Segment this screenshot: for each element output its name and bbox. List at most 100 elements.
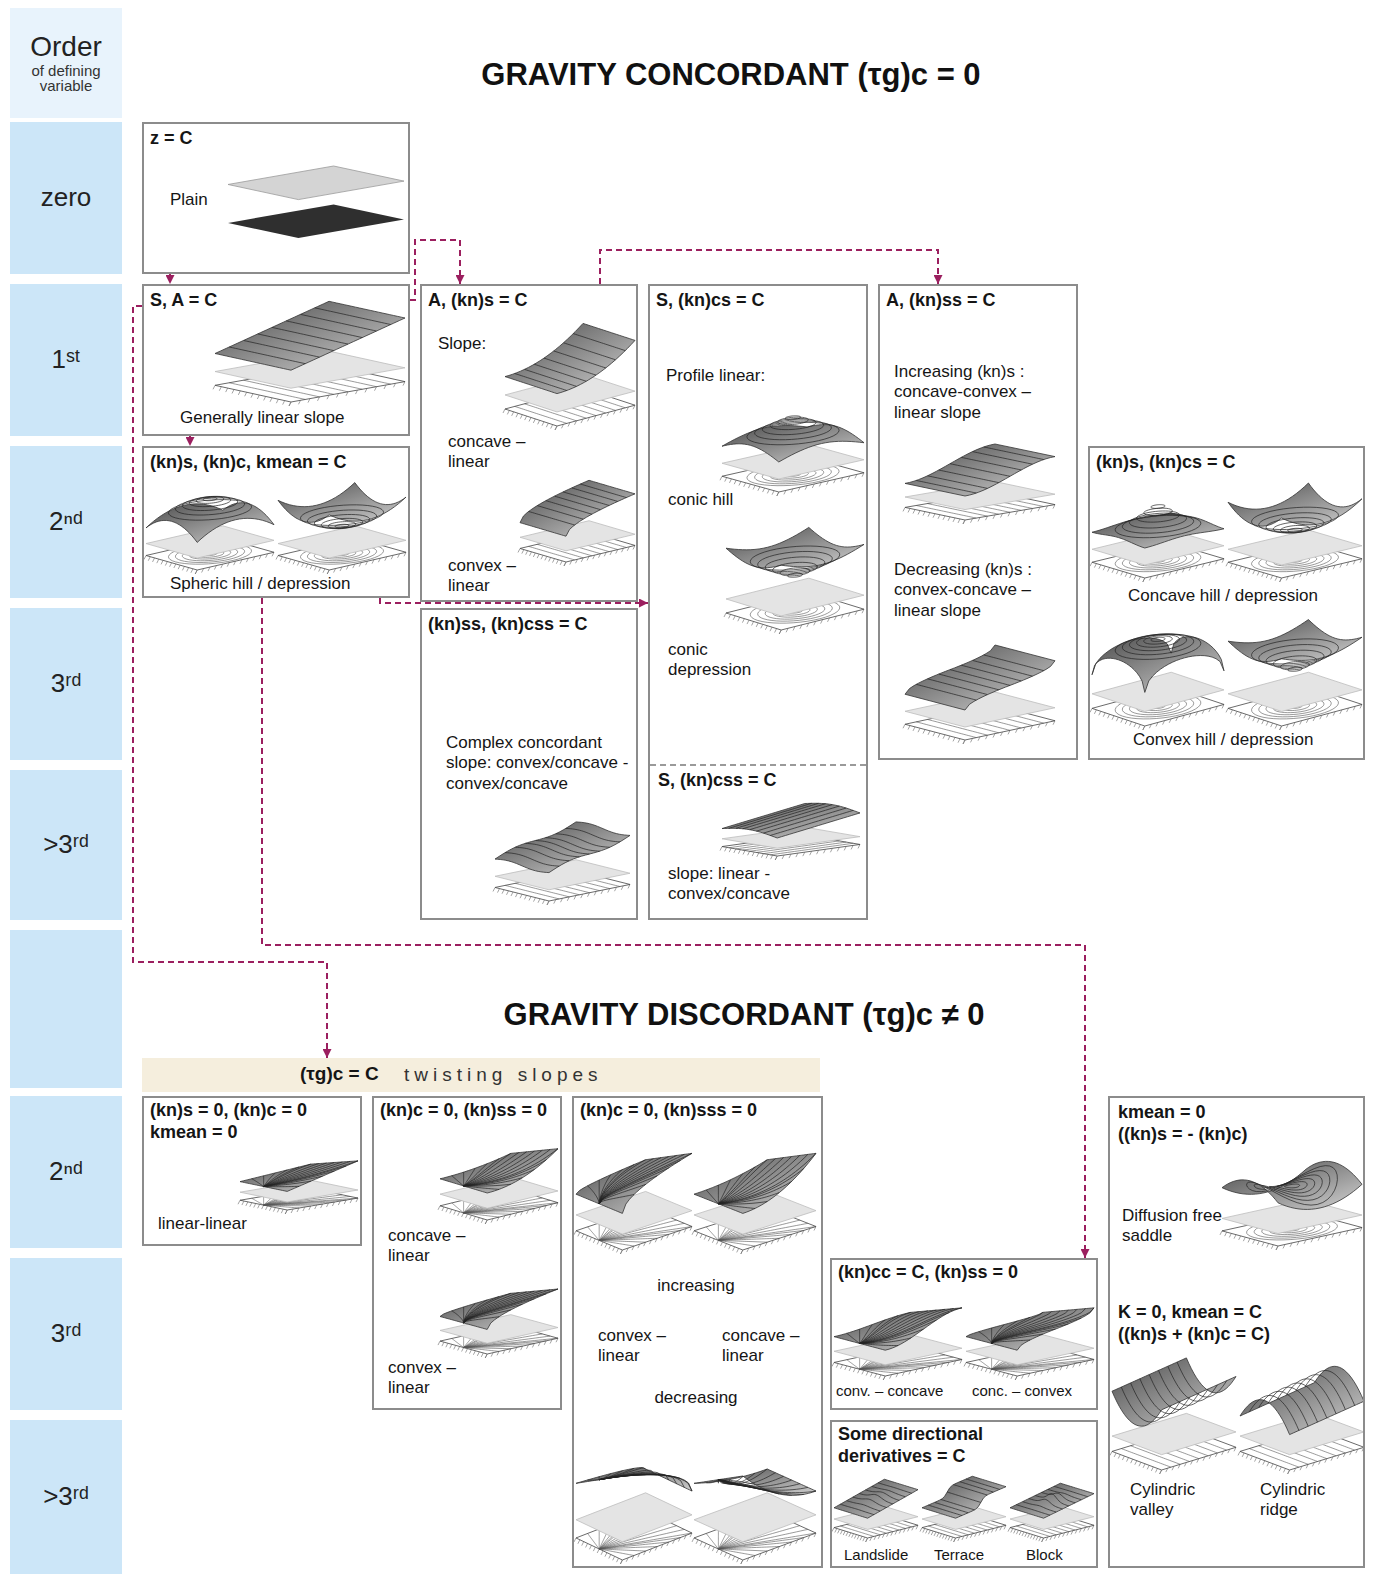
tick — [1275, 1465, 1277, 1469]
tick — [1176, 570, 1178, 574]
contour-line — [991, 1357, 992, 1369]
tick — [613, 1247, 615, 1251]
tick — [1034, 1372, 1036, 1376]
surface-line — [718, 1174, 742, 1204]
tick — [734, 480, 736, 484]
tick — [938, 515, 940, 519]
tick — [918, 728, 920, 732]
tick — [1300, 1466, 1302, 1470]
tick — [334, 569, 336, 573]
tick — [620, 1560, 622, 1564]
tick — [520, 894, 522, 898]
tick — [238, 1200, 240, 1204]
tick — [1230, 710, 1232, 714]
surface-line — [1144, 636, 1173, 644]
surface-figure — [438, 1289, 558, 1358]
surface-line — [954, 1485, 988, 1495]
tick — [609, 1245, 611, 1249]
tick — [1215, 1453, 1217, 1457]
tick — [1320, 715, 1322, 719]
surface-line — [992, 1309, 1086, 1344]
surface-line — [599, 1155, 676, 1203]
plain-upper — [228, 166, 404, 200]
top-surface — [694, 1153, 816, 1213]
tick — [970, 1534, 972, 1538]
surface-line — [452, 1311, 464, 1323]
surface-line — [992, 1318, 1082, 1343]
box-label: Plain — [170, 190, 208, 210]
tick — [779, 630, 781, 634]
tick — [1337, 1455, 1339, 1459]
tick — [1293, 575, 1295, 579]
surface-lines — [747, 416, 839, 445]
surface-lines — [979, 1308, 1094, 1344]
order-label: >3ʳᵈ — [43, 829, 89, 860]
tick — [547, 901, 549, 905]
tick — [1248, 1238, 1250, 1242]
contour-line — [463, 1200, 464, 1213]
surface-line — [556, 834, 610, 848]
box-heading: (kn)s, (kn)c, kmean = C — [150, 452, 347, 474]
tick — [923, 1528, 925, 1532]
tick — [214, 566, 216, 570]
tick — [550, 1204, 552, 1208]
tick — [1028, 1534, 1030, 1538]
surface-lines — [916, 655, 1044, 700]
tick — [834, 616, 836, 620]
tick — [741, 1250, 743, 1254]
tick — [1139, 1462, 1141, 1466]
tick — [696, 1540, 698, 1544]
section-heading: GRAVITY CONCORDANT (τg)c = 0 — [381, 56, 1081, 93]
tick — [934, 1365, 936, 1369]
tick — [1267, 1462, 1269, 1466]
tick — [673, 1232, 675, 1236]
surface-lines — [1247, 1166, 1338, 1205]
tick — [998, 1371, 1000, 1375]
variable-box: A, (kn)ss = CIncreasing (kn)s : concave-… — [878, 284, 1078, 760]
top-surface — [834, 1479, 918, 1518]
surface-line — [314, 514, 369, 528]
contour-line — [859, 1357, 860, 1369]
tick — [454, 1345, 456, 1349]
tick — [817, 850, 819, 854]
tick — [843, 1531, 845, 1535]
tick — [1121, 571, 1123, 575]
tick — [568, 423, 570, 427]
tick — [232, 389, 234, 393]
tick — [276, 556, 278, 560]
tick — [1116, 570, 1118, 574]
tick — [574, 1538, 576, 1542]
tick — [684, 1228, 686, 1232]
tick — [752, 621, 754, 625]
middle-plane — [576, 1493, 692, 1542]
surface-line — [860, 1308, 962, 1344]
top-surface — [278, 483, 406, 523]
contour-line — [599, 1230, 680, 1240]
tick — [491, 1353, 493, 1357]
tick — [638, 1553, 640, 1557]
tick — [581, 558, 583, 562]
box-label: slope: linear - convex/concave — [668, 864, 843, 905]
tick — [1353, 706, 1355, 710]
tick — [729, 1554, 731, 1558]
surface-line — [947, 1492, 981, 1502]
contour-line — [718, 1240, 767, 1242]
surface-lines — [588, 1468, 692, 1491]
surface-line — [928, 679, 988, 695]
tick — [527, 1345, 529, 1349]
contour-line — [463, 1336, 464, 1348]
tick — [828, 618, 830, 622]
tick — [1090, 562, 1092, 566]
tick — [258, 1204, 260, 1208]
tick — [938, 733, 940, 737]
tick — [808, 1535, 810, 1539]
tick — [931, 1531, 933, 1535]
box-label: conv. – concave — [836, 1382, 943, 1400]
tick — [841, 1365, 843, 1369]
tick — [866, 1538, 868, 1542]
tick — [567, 897, 569, 901]
tick — [729, 479, 731, 483]
tick — [593, 1239, 595, 1243]
tick — [838, 1529, 840, 1533]
tick — [385, 557, 387, 561]
